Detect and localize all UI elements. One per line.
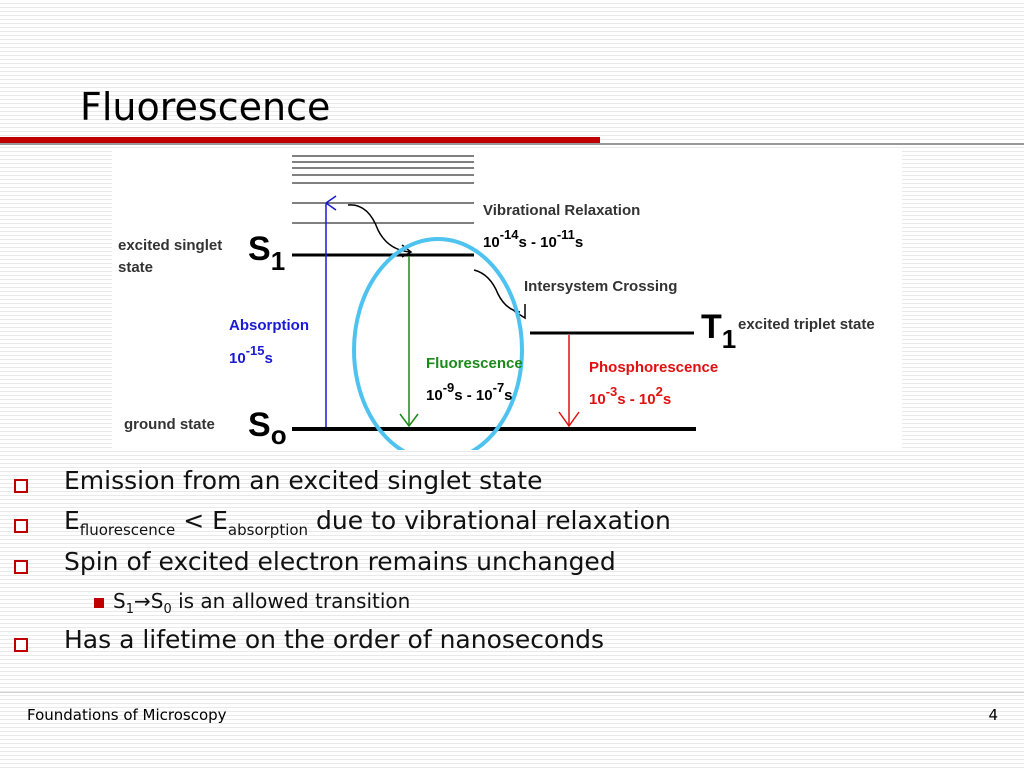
bullet-3: Spin of excited electron remains unchang… [64, 547, 616, 576]
s1-symbol: S1 [248, 230, 285, 276]
t1-letter: T [701, 308, 722, 346]
label-ground-state: ground state [124, 416, 215, 433]
label-fluorescence: Fluorescence [426, 355, 523, 372]
label-vibrational-relaxation: Vibrational Relaxation [483, 202, 640, 219]
title-rule [0, 137, 1024, 145]
jablonski-diagram: excited singlet state ground state S1 So… [112, 148, 902, 450]
label-absorption: Absorption [229, 317, 309, 334]
s1-letter: S [248, 230, 271, 268]
bullet-box-icon [14, 638, 28, 652]
fluorescence-arrow [399, 256, 419, 428]
s0-letter: S [248, 406, 271, 444]
arrow-icon: → [133, 589, 151, 613]
bullet-box-icon [14, 560, 28, 574]
page-number: 4 [988, 706, 998, 724]
bullet-box-icon [14, 519, 28, 533]
jablonski-svg: excited singlet state ground state S1 So… [118, 155, 875, 450]
s0-symbol: So [248, 406, 287, 450]
title-rule-red [0, 137, 600, 145]
s1-subscript: 1 [271, 246, 285, 276]
sub-bullet-square-icon [94, 598, 104, 608]
bullet-1: Emission from an excited singlet state [64, 466, 543, 495]
label-intersystem-crossing: Intersystem Crossing [524, 278, 677, 295]
label-phosphorescence: Phosphorescence [589, 359, 718, 376]
phosphorescence-time: 10-3s - 102s [589, 384, 671, 408]
t1-subscript: 1 [722, 324, 736, 354]
sub-bullet-1: S1→S0 is an allowed transition [113, 589, 411, 617]
t1-symbol: T1 [701, 308, 736, 354]
highlight-circle [352, 237, 524, 450]
phosphorescence-arrow [558, 335, 580, 428]
bullet-2: Efluorescence < Eabsorption due to vibra… [64, 506, 671, 539]
label-excited-singlet-line1: excited singlet [118, 237, 222, 254]
footer-text: Foundations of Microscopy [27, 706, 227, 724]
slide-title: Fluorescence [80, 85, 331, 129]
vibrational-levels [292, 155, 474, 224]
vr-time: 10-14s - 10-11s [483, 227, 583, 251]
bullet-4: Has a lifetime on the order of nanosecon… [64, 625, 605, 654]
s0-subscript: o [271, 420, 287, 450]
absorption-time: 10-15s [229, 343, 273, 367]
label-excited-triplet: excited triplet state [738, 316, 875, 333]
title-rule-gray [0, 143, 1024, 145]
bullet-box-icon [14, 479, 28, 493]
fluorescence-time: 10-9s - 10-7s [426, 380, 513, 404]
footer-divider [0, 692, 1024, 693]
label-excited-singlet-line2: state [118, 259, 153, 276]
